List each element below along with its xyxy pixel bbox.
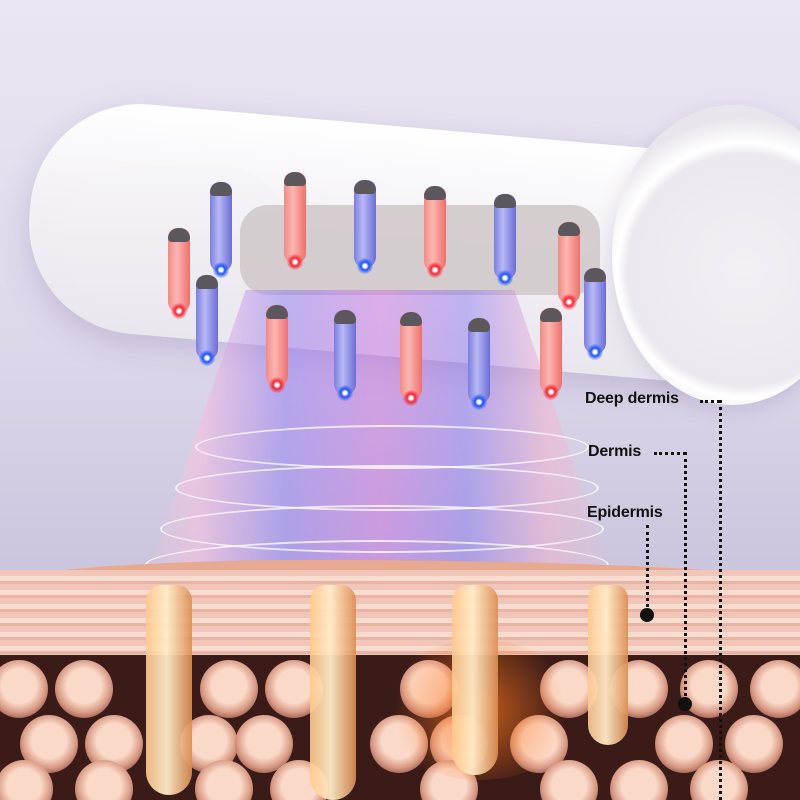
red-led-icon xyxy=(427,262,443,278)
blue-led-icon xyxy=(337,385,353,401)
red-led-pin xyxy=(168,228,190,319)
red-led-icon xyxy=(269,377,285,393)
epidermis-layer xyxy=(0,570,800,660)
leader-line xyxy=(654,452,686,455)
blue-led-pin xyxy=(334,310,356,401)
red-led-pin xyxy=(540,308,562,400)
hair-follicle xyxy=(588,585,628,745)
red-led-pin xyxy=(424,186,446,278)
blue-led-icon xyxy=(471,394,487,410)
label-deep-dermis: Deep dermis xyxy=(585,390,679,407)
blue-led-icon xyxy=(199,350,215,366)
leader-line xyxy=(719,400,722,800)
red-led-icon xyxy=(543,384,559,400)
blue-led-pin xyxy=(584,268,606,360)
leader-line xyxy=(684,452,687,702)
blue-led-icon xyxy=(497,270,513,286)
red-led-icon xyxy=(403,390,419,406)
blue-led-pin xyxy=(354,180,376,274)
marker-dot xyxy=(640,608,654,622)
label-epidermis: Epidermis xyxy=(587,504,663,521)
blue-led-icon xyxy=(213,262,229,278)
red-led-icon xyxy=(171,303,187,319)
blue-led-pin xyxy=(494,194,516,286)
device-handle-knob xyxy=(612,105,800,405)
label-dermis: Dermis xyxy=(588,443,642,460)
red-led-pin xyxy=(400,312,422,406)
hair-follicle xyxy=(310,585,356,800)
blue-led-pin xyxy=(196,275,218,366)
red-led-pin xyxy=(558,222,580,310)
leader-line xyxy=(700,400,720,403)
blue-led-pin xyxy=(468,318,490,410)
leader-line xyxy=(646,525,649,613)
blue-led-icon xyxy=(357,258,373,274)
red-led-icon xyxy=(561,294,577,310)
hair-follicle xyxy=(146,585,192,795)
blue-led-icon xyxy=(587,344,603,360)
red-led-pin xyxy=(266,305,288,393)
marker-dot xyxy=(678,697,692,711)
red-led-pin xyxy=(284,172,306,270)
hair-follicle xyxy=(452,585,498,775)
red-led-icon xyxy=(287,254,303,270)
blue-led-pin xyxy=(210,182,232,278)
light-ring xyxy=(195,425,589,469)
